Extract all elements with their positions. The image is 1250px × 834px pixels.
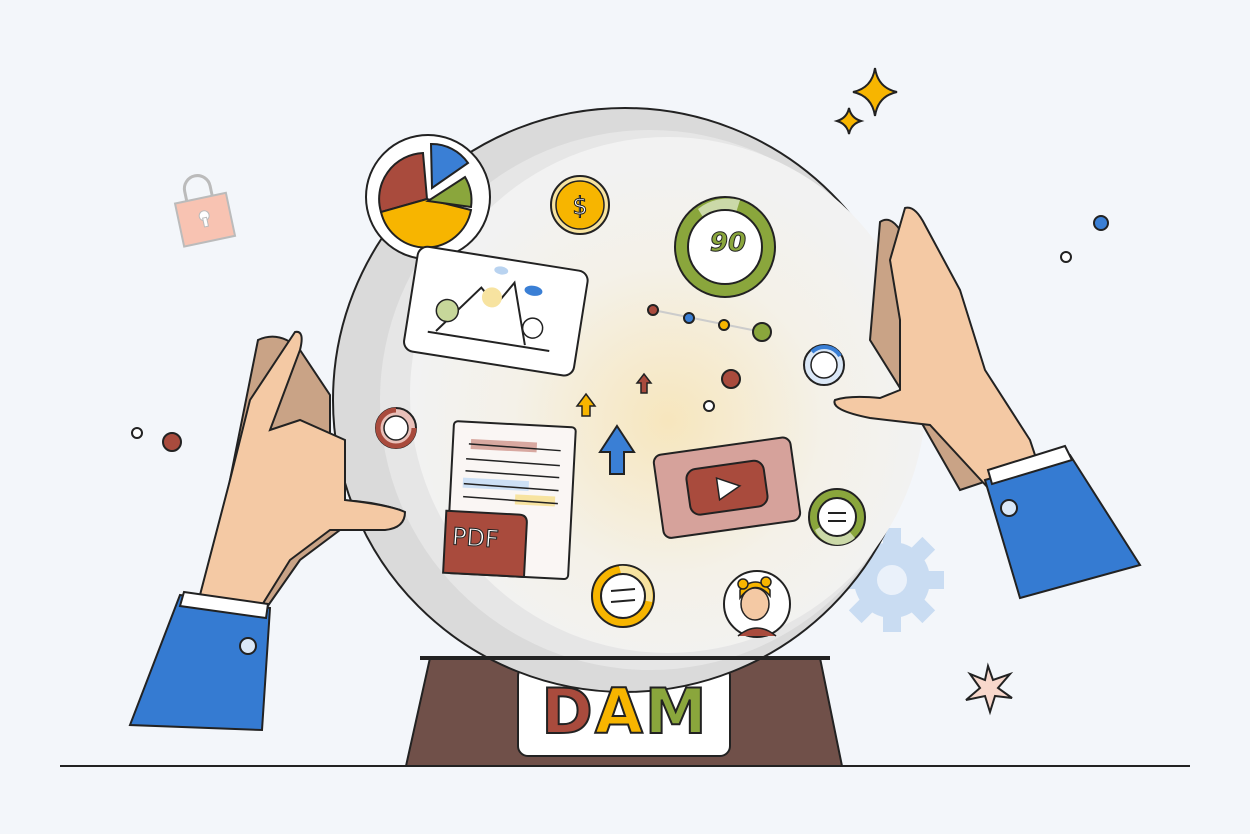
arrow-up-icon <box>598 424 636 475</box>
right-hand <box>833 206 1142 600</box>
dam-letter-a: A <box>594 674 645 749</box>
dam-letter-d: D <box>540 674 595 749</box>
dot <box>1093 215 1109 231</box>
left-hand <box>128 330 407 732</box>
arrow-up-icon <box>575 392 597 417</box>
arrow-up-icon <box>635 372 653 394</box>
dot <box>703 400 715 412</box>
dam-letter-m: M <box>644 674 709 749</box>
user-avatar-icon <box>723 570 791 638</box>
score-value: 90 <box>709 228 747 259</box>
dot <box>721 369 741 389</box>
dot <box>131 427 143 439</box>
dollar-symbol: $ <box>572 192 587 220</box>
dot <box>1060 251 1072 263</box>
video-player-icon <box>652 436 802 539</box>
progress-ring-icon <box>375 407 417 449</box>
progress-ring-icon <box>591 564 655 628</box>
dollar-coin-icon <box>550 175 610 235</box>
sparkles-icon <box>833 67 898 135</box>
pdf-document-icon <box>442 420 577 581</box>
lock-icon <box>173 174 237 248</box>
progress-ring-icon <box>808 488 866 546</box>
timeline-icon <box>647 304 772 342</box>
star-icon <box>965 662 1014 716</box>
image-card-icon <box>403 245 589 377</box>
score-ring-icon <box>674 196 776 298</box>
progress-ring-icon <box>803 344 845 386</box>
dot <box>162 432 182 452</box>
pdf-label: PDF <box>451 522 501 554</box>
pie-chart-icon <box>365 134 491 260</box>
dam-title: D A M <box>520 666 730 756</box>
